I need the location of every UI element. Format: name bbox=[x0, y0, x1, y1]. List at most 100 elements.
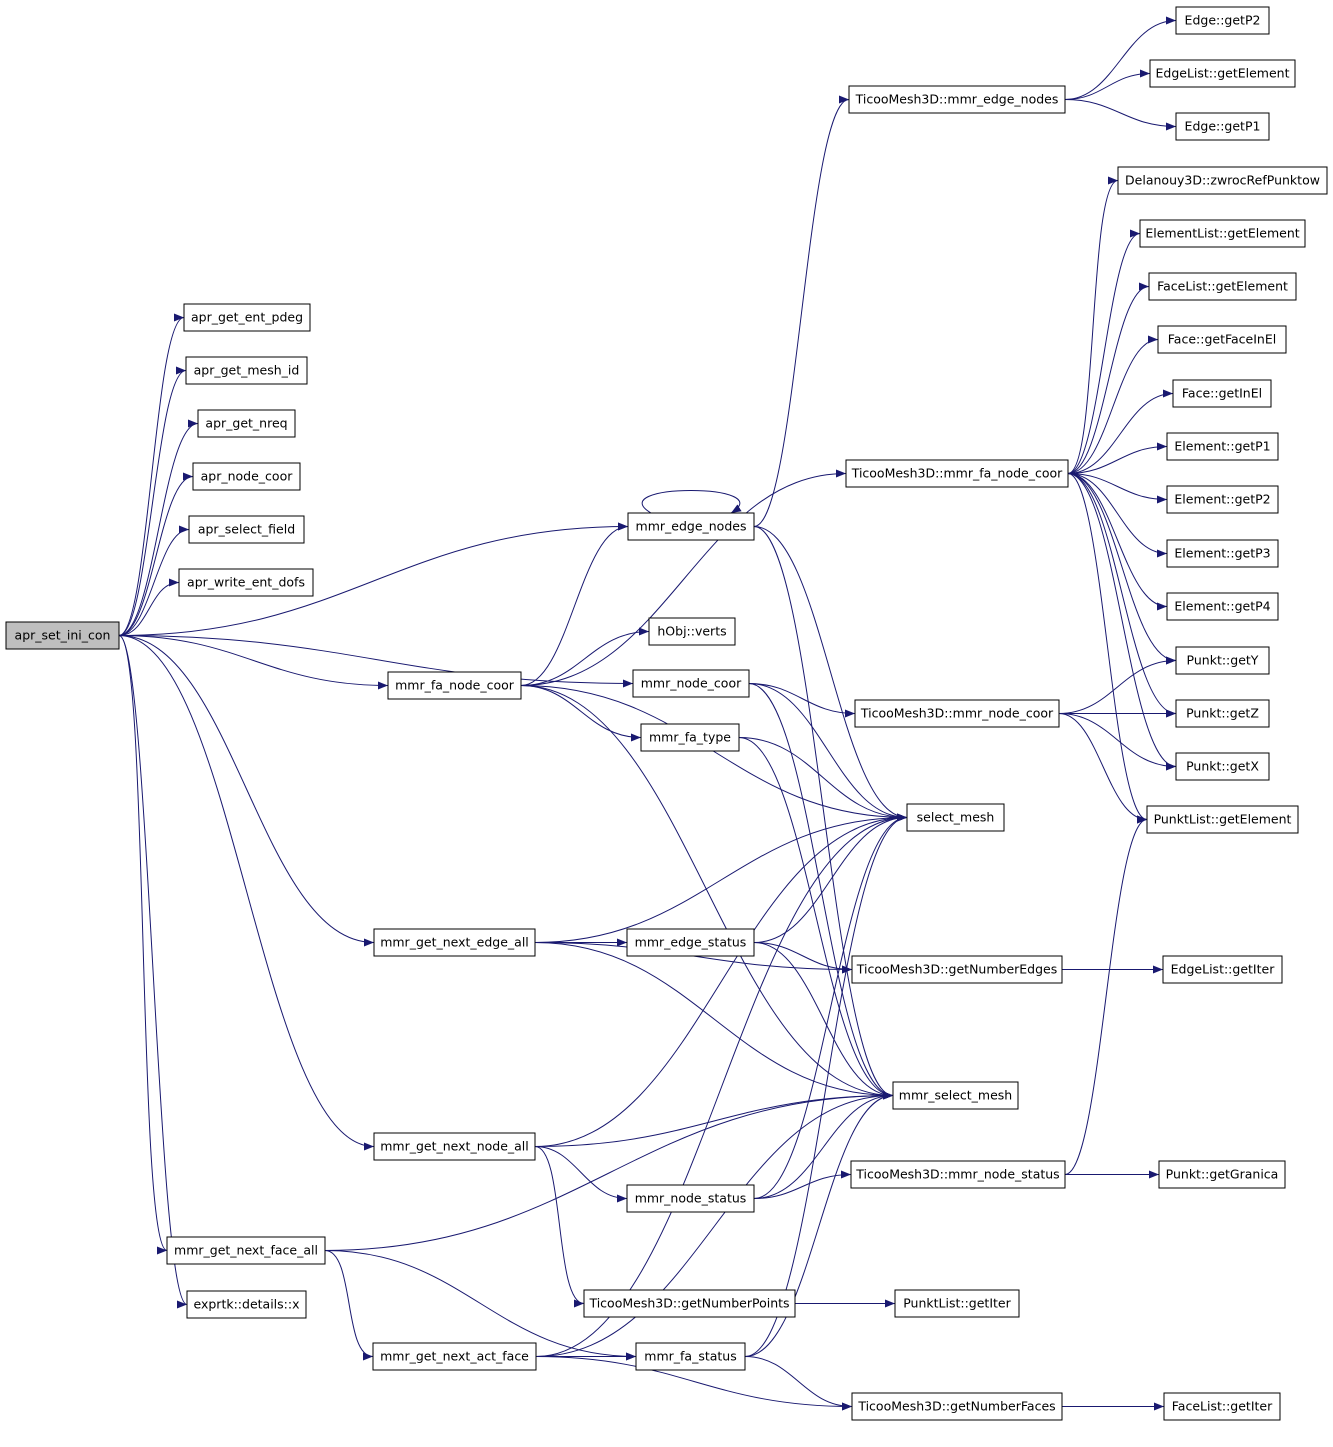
node-edge-get-p1[interactable]: Edge::getP1 bbox=[1175, 112, 1270, 141]
node-hobj-verts[interactable]: hObj::verts bbox=[648, 617, 736, 646]
node-facelist-get-iter[interactable]: FaceList::getIter bbox=[1163, 1392, 1281, 1421]
edge-ticoo-mmr-fa-node-coor-to-punkt-get-z bbox=[1067, 473, 1177, 718]
node-punkt-get-x[interactable]: Punkt::getX bbox=[1175, 752, 1270, 781]
node-mmr-get-next-edge-all[interactable]: mmr_get_next_edge_all bbox=[373, 928, 536, 957]
node-label-face-get-face-in-el: Face::getFaceInEl bbox=[1168, 332, 1276, 347]
node-label-mmr-edge-status: mmr_edge_status bbox=[635, 935, 747, 950]
edge-apr-set-ini-con-to-mmr-get-next-face-all bbox=[118, 635, 168, 1255]
node-apr-node-coor[interactable]: apr_node_coor bbox=[192, 462, 301, 491]
node-edgelist-get-iter[interactable]: EdgeList::getIter bbox=[1162, 955, 1283, 984]
edge-mmr-get-next-face-all-to-mmr-get-next-act-face bbox=[324, 1250, 374, 1361]
call-edges bbox=[118, 16, 1177, 1411]
node-label-facelist-get-iter: FaceList::getIter bbox=[1172, 1399, 1273, 1414]
node-ticoo-mmr-edge-nodes[interactable]: TicooMesh3D::mmr_edge_nodes bbox=[848, 85, 1066, 114]
node-mmr-get-next-node-all[interactable]: mmr_get_next_node_all bbox=[373, 1132, 536, 1161]
node-punkt-get-z[interactable]: Punkt::getZ bbox=[1175, 699, 1270, 728]
edge-ticoo-mmr-fa-node-coor-to-face-get-in-el bbox=[1067, 389, 1174, 474]
node-exprtk-details-x[interactable]: exprtk::details::x bbox=[186, 1290, 307, 1319]
node-face-get-face-in-el[interactable]: Face::getFaceInEl bbox=[1157, 325, 1287, 354]
node-punktlist-get-iter[interactable]: PunktList::getIter bbox=[894, 1289, 1020, 1318]
node-mmr-select-mesh[interactable]: mmr_select_mesh bbox=[892, 1081, 1019, 1110]
node-mmr-node-status[interactable]: mmr_node_status bbox=[626, 1184, 755, 1213]
node-label-ticoo-mmr-fa-node-coor: TicooMesh3D::mmr_fa_node_coor bbox=[851, 466, 1063, 481]
node-apr-set-ini-con[interactable]: apr_set_ini_con bbox=[5, 621, 120, 650]
node-box-punktlist-get-element bbox=[1146, 805, 1299, 834]
node-label-hobj-verts: hObj::verts bbox=[657, 624, 726, 639]
edge-apr-set-ini-con-to-mmr-node-coor bbox=[118, 635, 634, 688]
node-elementlist-get-element[interactable]: ElementList::getElement bbox=[1139, 219, 1306, 248]
node-ticoo-get-number-faces[interactable]: TicooMesh3D::getNumberFaces bbox=[851, 1392, 1063, 1421]
node-ticoo-mmr-node-status[interactable]: TicooMesh3D::mmr_node_status bbox=[850, 1160, 1066, 1189]
node-label-elementlist-get-element: ElementList::getElement bbox=[1145, 226, 1299, 241]
node-box-apr-node-coor bbox=[192, 462, 301, 491]
node-mmr-edge-status[interactable]: mmr_edge_status bbox=[626, 928, 755, 957]
node-punkt-get-granica[interactable]: Punkt::getGranica bbox=[1158, 1160, 1286, 1189]
node-ticoo-get-number-points[interactable]: TicooMesh3D::getNumberPoints bbox=[583, 1289, 796, 1318]
node-box-mmr-get-next-node-all bbox=[373, 1132, 536, 1161]
edge-mmr-edge-status-to-select-mesh bbox=[753, 813, 908, 943]
node-box-punkt-get-y bbox=[1175, 646, 1270, 675]
node-mmr-get-next-face-all[interactable]: mmr_get_next_face_all bbox=[166, 1236, 326, 1265]
edge-ticoo-mmr-fa-node-coor-to-punktlist-get-element bbox=[1067, 473, 1148, 824]
node-edgelist-get-element[interactable]: EdgeList::getElement bbox=[1149, 59, 1296, 88]
node-ticoo-mmr-node-coor[interactable]: TicooMesh3D::mmr_node_coor bbox=[854, 699, 1060, 728]
node-mmr-fa-status[interactable]: mmr_fa_status bbox=[635, 1342, 746, 1371]
node-label-select-mesh: select_mesh bbox=[917, 810, 995, 825]
node-element-get-p1[interactable]: Element::getP1 bbox=[1166, 432, 1279, 461]
node-ticoo-mmr-fa-node-coor[interactable]: TicooMesh3D::mmr_fa_node_coor bbox=[845, 459, 1069, 488]
node-apr-write-ent-dofs[interactable]: apr_write_ent_dofs bbox=[178, 568, 314, 597]
edge-mmr-fa-type-to-mmr-select-mesh bbox=[738, 737, 894, 1100]
node-box-mmr-fa-node-coor bbox=[387, 671, 522, 700]
node-apr-get-mesh-id[interactable]: apr_get_mesh_id bbox=[185, 356, 308, 385]
node-box-ticoo-mmr-node-coor bbox=[854, 699, 1060, 728]
node-apr-get-ent-pdeg[interactable]: apr_get_ent_pdeg bbox=[183, 303, 311, 332]
node-select-mesh[interactable]: select_mesh bbox=[906, 803, 1005, 832]
node-box-elementlist-get-element bbox=[1139, 219, 1306, 248]
node-mmr-node-coor[interactable]: mmr_node_coor bbox=[632, 669, 750, 698]
edge-mmr-node-status-to-mmr-select-mesh bbox=[753, 1091, 894, 1199]
node-box-apr-get-nreq bbox=[197, 409, 296, 438]
edge-mmr-get-next-face-all-to-mmr-fa-status bbox=[324, 1250, 637, 1361]
node-box-ticoo-mmr-node-status bbox=[850, 1160, 1066, 1189]
node-edge-get-p2[interactable]: Edge::getP2 bbox=[1175, 6, 1270, 35]
node-punktlist-get-element[interactable]: PunktList::getElement bbox=[1146, 805, 1299, 834]
edge-mmr-fa-node-coor-to-mmr-edge-nodes bbox=[520, 522, 629, 686]
node-box-element-get-p2 bbox=[1166, 485, 1279, 514]
edge-mmr-get-next-node-all-to-ticoo-get-number-points bbox=[534, 1146, 585, 1308]
node-box-ticoo-get-number-edges bbox=[851, 955, 1063, 984]
edge-mmr-fa-node-coor-to-mmr-fa-type bbox=[520, 685, 642, 742]
node-box-ticoo-get-number-faces bbox=[851, 1392, 1063, 1421]
edge-mmr-get-next-edge-all-to-select-mesh bbox=[534, 813, 908, 943]
node-box-apr-get-ent-pdeg bbox=[183, 303, 311, 332]
node-apr-select-field[interactable]: apr_select_field bbox=[188, 515, 305, 544]
node-apr-get-nreq[interactable]: apr_get_nreq bbox=[197, 409, 296, 438]
node-mmr-get-next-act-face[interactable]: mmr_get_next_act_face bbox=[372, 1342, 537, 1371]
node-punkt-get-y[interactable]: Punkt::getY bbox=[1175, 646, 1270, 675]
edge-ticoo-mmr-fa-node-coor-to-element-get-p1 bbox=[1067, 442, 1168, 474]
node-label-apr-get-nreq: apr_get_nreq bbox=[205, 416, 287, 431]
edge-mmr-edge-status-to-mmr-select-mesh bbox=[753, 942, 894, 1100]
node-box-element-get-p3 bbox=[1166, 539, 1279, 568]
node-label-edge-get-p1: Edge::getP1 bbox=[1185, 119, 1261, 134]
node-label-ticoo-mmr-node-coor: TicooMesh3D::mmr_node_coor bbox=[860, 706, 1054, 721]
node-label-apr-get-mesh-id: apr_get_mesh_id bbox=[194, 363, 300, 378]
node-box-facelist-get-element bbox=[1148, 272, 1297, 301]
node-face-get-in-el[interactable]: Face::getInEl bbox=[1172, 379, 1272, 408]
node-label-mmr-get-next-face-all: mmr_get_next_face_all bbox=[174, 1243, 318, 1258]
node-mmr-edge-nodes[interactable]: mmr_edge_nodes bbox=[627, 512, 755, 541]
node-label-punkt-get-x: Punkt::getX bbox=[1186, 759, 1259, 774]
node-ticoo-get-number-edges[interactable]: TicooMesh3D::getNumberEdges bbox=[851, 955, 1063, 984]
node-mmr-fa-type[interactable]: mmr_fa_type bbox=[640, 723, 740, 752]
node-element-get-p2[interactable]: Element::getP2 bbox=[1166, 485, 1279, 514]
node-box-apr-set-ini-con bbox=[5, 621, 120, 650]
node-box-edgelist-get-element bbox=[1149, 59, 1296, 88]
node-element-get-p4[interactable]: Element::getP4 bbox=[1166, 592, 1279, 621]
edge-ticoo-mmr-fa-node-coor-to-punkt-get-y bbox=[1067, 473, 1177, 665]
node-element-get-p3[interactable]: Element::getP3 bbox=[1166, 539, 1279, 568]
node-delanouy-zwroc[interactable]: Delanouy3D::zwrocRefPunktow bbox=[1117, 166, 1328, 195]
node-facelist-get-element[interactable]: FaceList::getElement bbox=[1148, 272, 1297, 301]
node-mmr-fa-node-coor[interactable]: mmr_fa_node_coor bbox=[387, 671, 522, 700]
node-box-apr-get-mesh-id bbox=[185, 356, 308, 385]
node-label-mmr-fa-status: mmr_fa_status bbox=[644, 1349, 736, 1364]
edge-mmr-edge-nodes-to-mmr-edge-nodes bbox=[641, 490, 742, 514]
